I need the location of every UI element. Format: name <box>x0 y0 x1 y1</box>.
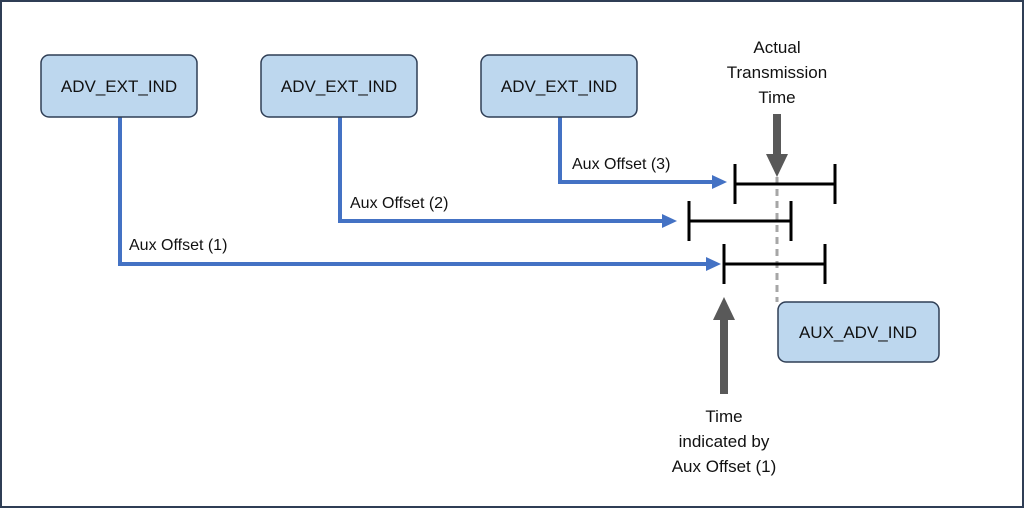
adv-ext-ind-label-3: ADV_EXT_IND <box>501 77 617 96</box>
aux-adv-ind-label: AUX_ADV_IND <box>799 323 917 342</box>
window-bracket-3 <box>733 164 837 204</box>
aux-offset-3-arrowhead <box>712 175 727 189</box>
indicated-time-arrow <box>713 297 735 394</box>
indicated-line-2: indicated by <box>679 432 770 451</box>
window-bracket-1 <box>722 244 827 284</box>
aux-offset-2-line <box>338 117 664 223</box>
actual-transmission-time-annotation: Actual Transmission Time <box>727 38 827 107</box>
actual-line-2: Transmission <box>727 63 827 82</box>
adv-ext-ind-label-2: ADV_EXT_IND <box>281 77 397 96</box>
adv-ext-ind-box-1: ADV_EXT_IND <box>40 54 198 118</box>
window-bracket-2 <box>687 201 793 241</box>
indicated-line-1: Time <box>705 407 742 426</box>
actual-line-3: Time <box>758 88 795 107</box>
adv-ext-ind-label-1: ADV_EXT_IND <box>61 77 177 96</box>
aux-offset-3-line <box>558 117 714 184</box>
aux-adv-ind-box: AUX_ADV_IND <box>777 301 940 363</box>
aux-offset-1-line <box>118 117 708 266</box>
adv-ext-ind-box-2: ADV_EXT_IND <box>260 54 418 118</box>
actual-time-arrow <box>766 114 788 177</box>
aux-offset-3-label: Aux Offset (3) <box>572 156 670 173</box>
aux-offset-2-label: Aux Offset (2) <box>350 195 448 212</box>
aux-offset-1-label: Aux Offset (1) <box>129 237 227 254</box>
indicated-time-annotation: Time indicated by Aux Offset (1) <box>672 407 777 476</box>
indicated-line-3: Aux Offset (1) <box>672 457 777 476</box>
aux-offset-2-arrowhead <box>662 214 677 228</box>
adv-ext-ind-box-3: ADV_EXT_IND <box>480 54 638 118</box>
actual-line-1: Actual <box>753 38 800 57</box>
aux-offset-1-arrowhead <box>706 257 721 271</box>
